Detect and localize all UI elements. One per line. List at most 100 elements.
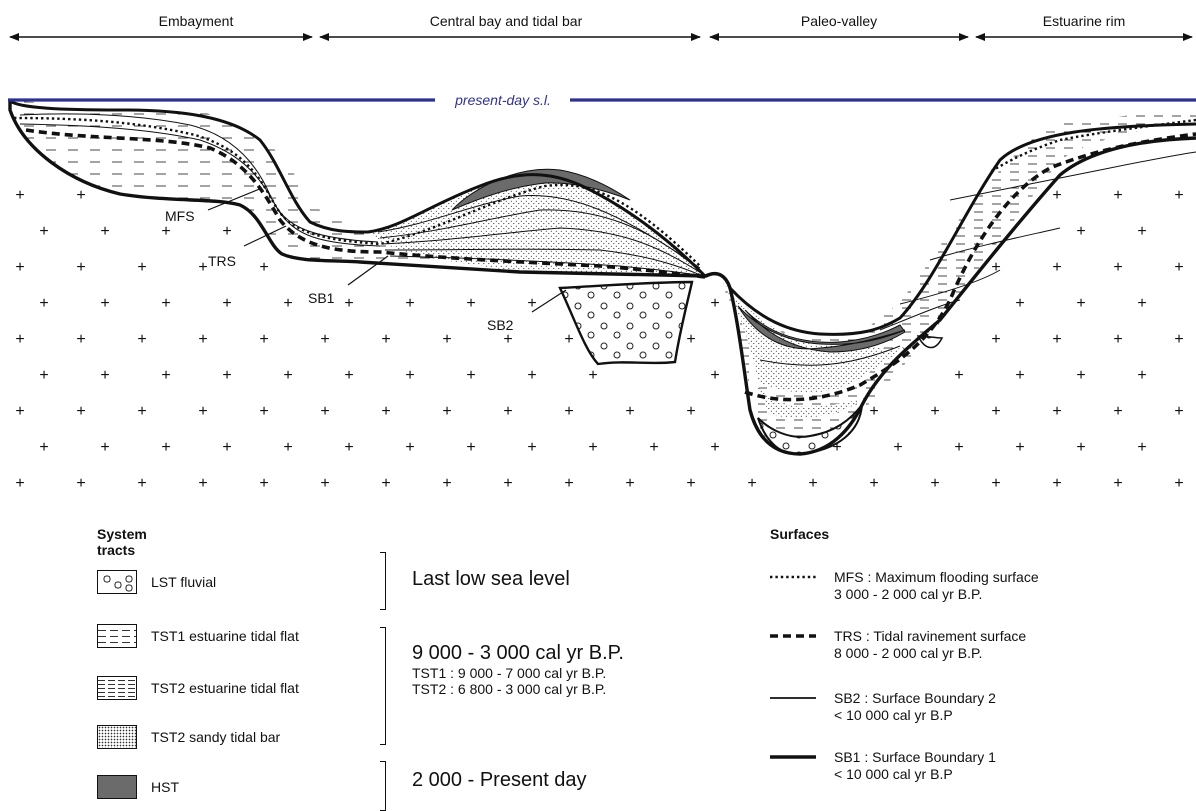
basement-cross: +: [1137, 439, 1146, 456]
sb2-name: SB2 : Surface Boundary 2: [834, 690, 996, 706]
basement-cross: +: [1113, 259, 1122, 276]
basement-cross: +: [710, 295, 719, 312]
bracket-lst: [380, 552, 386, 610]
basement-cross: +: [527, 439, 536, 456]
basement-cross: +: [76, 331, 85, 348]
basement-cross: +: [161, 367, 170, 384]
basement-cross: +: [466, 295, 475, 312]
period-lst: Last low sea level: [412, 568, 570, 590]
sand-swatch: [97, 725, 137, 749]
basement-cross: +: [1076, 367, 1085, 384]
sb1-label: SB1: [308, 290, 335, 306]
basement-cross: +: [832, 439, 841, 456]
basement-cross: +: [466, 367, 475, 384]
basement-cross: +: [1174, 403, 1183, 420]
basement-cross: +: [405, 367, 414, 384]
basement-cross: +: [930, 403, 939, 420]
basement-cross: +: [466, 439, 475, 456]
basement-cross: +: [1076, 439, 1085, 456]
surface-item-mfs: MFS : Maximum flooding surface 3 000 - 2…: [770, 569, 1039, 603]
basement-cross: +: [222, 223, 231, 240]
basement-cross: +: [137, 259, 146, 276]
basement-cross: +: [39, 295, 48, 312]
basement-cross: +: [930, 475, 939, 492]
lst-label: LST fluvial: [151, 574, 217, 590]
basement-cross: +: [1137, 223, 1146, 240]
basement-cross: +: [808, 475, 817, 492]
sb2-label: SB2: [487, 317, 514, 333]
trs-name: TRS : Tidal ravinement surface: [834, 628, 1027, 644]
sb1-name: SB1 : Surface Boundary 1: [834, 749, 996, 765]
basement-cross: +: [991, 331, 1000, 348]
basement-cross: +: [320, 403, 329, 420]
basement-cross: +: [1076, 223, 1085, 240]
sb2-age: < 10 000 cal yr B.P: [834, 707, 953, 723]
basement-cross: +: [76, 475, 85, 492]
surfaces-title: Surfaces: [770, 526, 830, 542]
period-tst2: TST2 : 6 800 - 3 000 cal yr B.P.: [412, 681, 607, 697]
basement-cross: +: [1174, 475, 1183, 492]
basement-cross: +: [503, 475, 512, 492]
basement-cross: +: [1052, 331, 1061, 348]
basement-cross: +: [649, 439, 658, 456]
basement-cross: +: [320, 475, 329, 492]
basement-cross: +: [1113, 475, 1122, 492]
basement-cross: +: [686, 331, 695, 348]
basement-cross: +: [1113, 331, 1122, 348]
basement-cross: +: [1137, 295, 1146, 312]
basement-cross: +: [954, 367, 963, 384]
mfs-leader: [207, 187, 263, 211]
legend-item-lst: LST fluvial: [97, 570, 216, 594]
basement-cross: +: [442, 331, 451, 348]
basement-cross: +: [100, 223, 109, 240]
basement-cross: +: [747, 475, 756, 492]
basement-cross: +: [527, 295, 536, 312]
trs-leader: [243, 225, 287, 247]
basement-cross: +: [1052, 475, 1061, 492]
basement-cross: +: [344, 367, 353, 384]
sb1-leader: [347, 255, 389, 286]
basement-cross: +: [39, 439, 48, 456]
basement-cross: +: [1113, 187, 1122, 204]
basement-cross: +: [344, 295, 353, 312]
basement-cross: +: [198, 259, 207, 276]
sb1-age: < 10 000 cal yr B.P: [834, 766, 953, 782]
basement-cross: +: [381, 331, 390, 348]
basement-cross: +: [100, 295, 109, 312]
basement-cross: +: [283, 367, 292, 384]
basement-cross: +: [1052, 187, 1061, 204]
basement-cross: +: [344, 439, 353, 456]
basement-cross: +: [137, 403, 146, 420]
legend-item-tst2: TST2 estuarine tidal flat: [97, 676, 299, 700]
hst-label: HST: [151, 779, 179, 795]
basement-cross: +: [991, 475, 1000, 492]
period-hst: 2 000 - Present day: [412, 769, 587, 791]
basement-cross: +: [15, 331, 24, 348]
system-tracts-title: System tracts: [97, 526, 147, 558]
sb1-line-sample: [770, 755, 816, 759]
basement-cross: +: [991, 259, 1000, 276]
zone-label-embayment: Embayment: [159, 13, 234, 29]
basement-cross: +: [1052, 403, 1061, 420]
basement-cross: +: [991, 403, 1000, 420]
basement-cross: +: [15, 475, 24, 492]
bracket-tst: [380, 627, 386, 745]
basement-cross: +: [76, 403, 85, 420]
legend-item-hst: HST: [97, 775, 179, 799]
hst-swatch: [97, 775, 137, 799]
basement-cross: +: [259, 475, 268, 492]
basement-cross: +: [869, 475, 878, 492]
basement-cross: +: [1015, 295, 1024, 312]
basement-cross: +: [76, 187, 85, 204]
basement-cross: +: [503, 403, 512, 420]
zone-label-paleo-valley: Paleo-valley: [801, 13, 877, 29]
basement-cross: +: [1015, 367, 1024, 384]
basement-cross: +: [381, 475, 390, 492]
basement-cross: +: [198, 475, 207, 492]
basement-cross: +: [15, 187, 24, 204]
legend-item-tst1: TST1 estuarine tidal flat: [97, 624, 299, 648]
basement-cross: +: [161, 223, 170, 240]
basement-cross: +: [137, 331, 146, 348]
trs-line-sample: [770, 634, 816, 638]
